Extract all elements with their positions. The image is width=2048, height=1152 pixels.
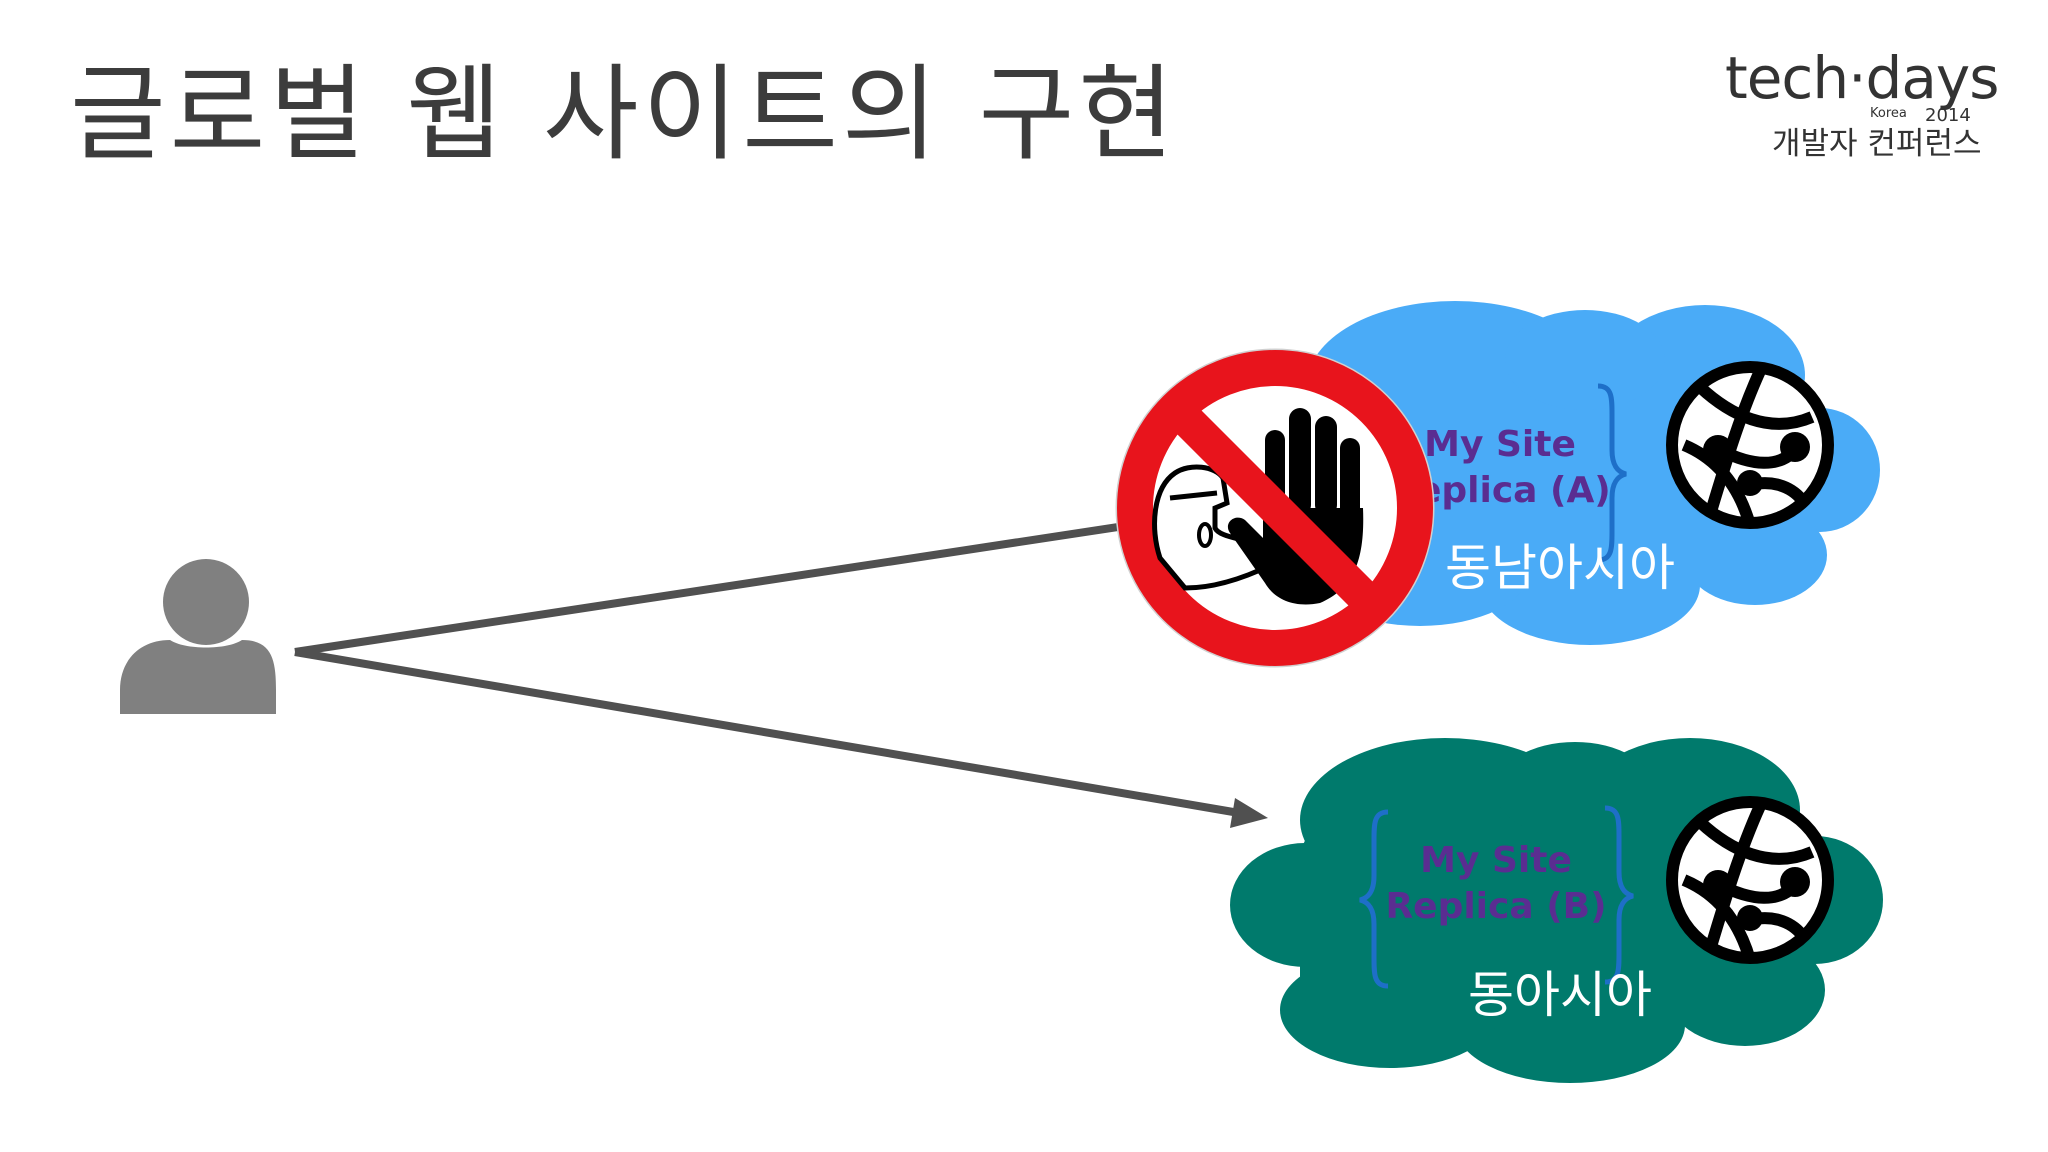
no-entry-icon bbox=[1115, 348, 1435, 668]
connector-to-replica-a bbox=[294, 506, 1231, 656]
connectors bbox=[294, 506, 1268, 828]
region-a-label: 동남아시아 bbox=[1445, 539, 1675, 597]
replica-a-line1: My Site bbox=[1424, 424, 1576, 465]
replica-b-line1: My Site bbox=[1420, 840, 1572, 881]
logo-subtitle: 개발자 컨퍼런스 bbox=[1772, 126, 1982, 162]
connector-to-replica-b bbox=[294, 648, 1246, 818]
logo-year: 2014 bbox=[1925, 105, 1971, 126]
replica-b-line2: Replica (B) bbox=[1385, 886, 1606, 927]
logo-country: Korea bbox=[1870, 106, 1907, 121]
globe-network-icon bbox=[1666, 796, 1834, 964]
region-b-label: 동아시아 bbox=[1468, 966, 1652, 1024]
page-title: 글로벌 웹 사이트의 구현 bbox=[70, 53, 1178, 175]
person-head-icon bbox=[1152, 464, 1279, 591]
techdays-logo: tech·days Korea 2014 개발자 컨퍼런스 bbox=[1725, 44, 1999, 162]
arrowhead-icon bbox=[1230, 798, 1268, 828]
logo-brand: tech·days bbox=[1725, 44, 1998, 112]
cloud-region-east-asia: My Site Replica (B) 동아시아 bbox=[1230, 738, 1883, 1083]
user-icon bbox=[120, 559, 276, 714]
globe-network-icon bbox=[1666, 361, 1834, 529]
